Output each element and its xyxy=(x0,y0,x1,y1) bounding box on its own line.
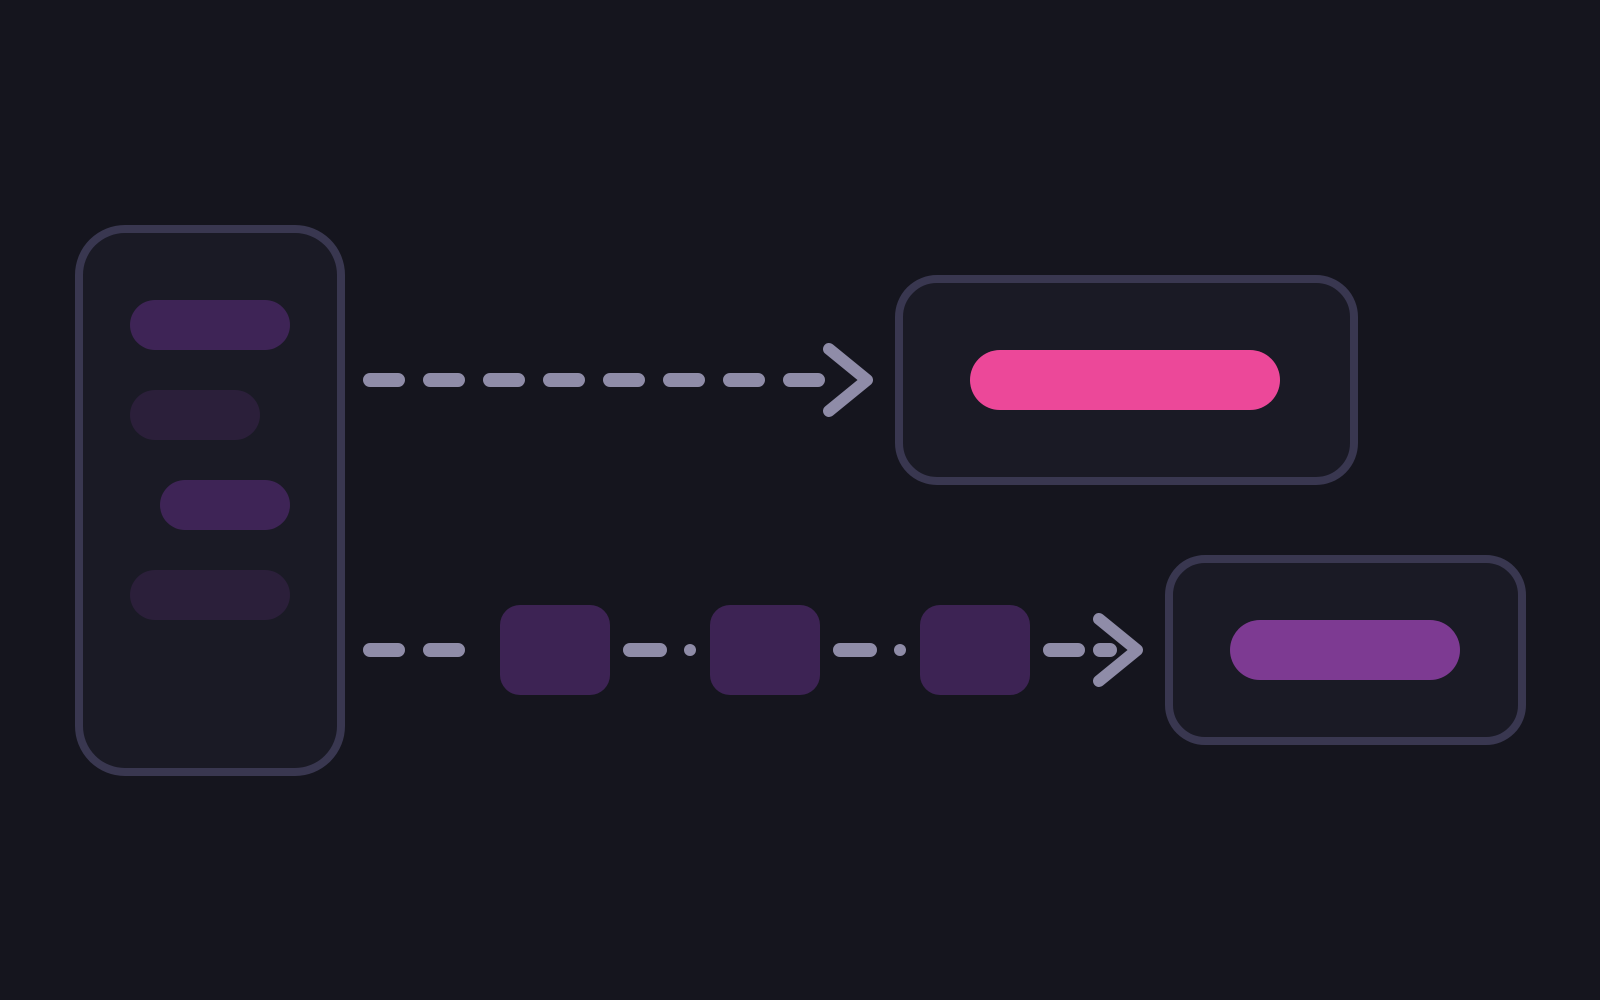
lower-result-bar xyxy=(1230,620,1460,680)
upper-result-panel xyxy=(895,275,1358,485)
lower-result-panel xyxy=(1165,555,1526,745)
source-list-item xyxy=(130,390,260,440)
upper-dashed-arrow-icon xyxy=(363,343,873,417)
source-panel xyxy=(75,225,345,776)
queue-block-icon xyxy=(920,605,1030,695)
queue-block-icon xyxy=(710,605,820,695)
lower-connector-dot xyxy=(684,644,696,656)
queue-block-icon xyxy=(500,605,610,695)
lower-dashed-arrow-icon xyxy=(363,605,1143,695)
upper-result-bar xyxy=(970,350,1280,410)
lower-arrowhead-icon xyxy=(1093,613,1143,687)
source-list-item xyxy=(130,570,290,620)
upper-arrowhead-icon xyxy=(823,343,873,417)
lower-connector-dot xyxy=(894,644,906,656)
source-list-item xyxy=(160,480,290,530)
source-list-item xyxy=(130,300,290,350)
